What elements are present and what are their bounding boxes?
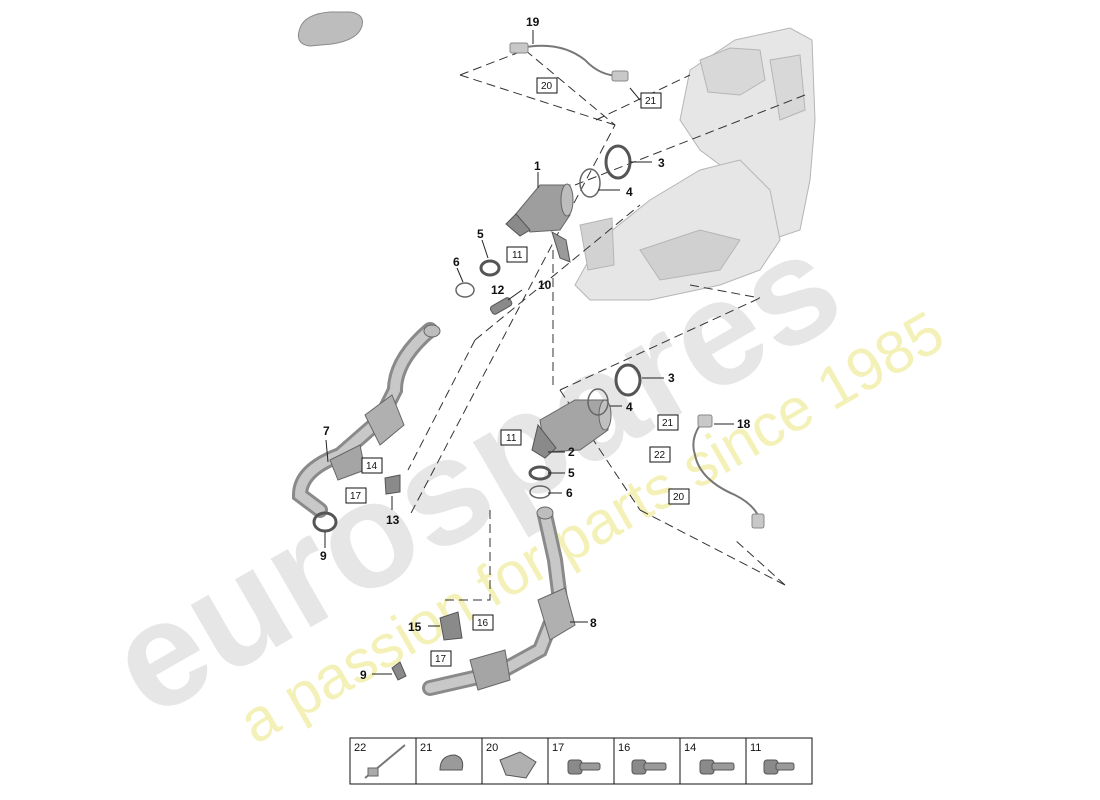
callout-numbers: 1 3 4 5 6 10 12 3 4 2 5 6 18 7 13 9 8 15… [320,15,751,682]
svg-text:20: 20 [486,742,498,754]
svg-text:20: 20 [541,81,553,92]
bolt-icon [763,759,795,775]
callout-15: 15 [408,620,422,634]
callout-13: 13 [386,513,400,527]
gasket-6-upper-part[interactable] [455,282,475,298]
catalytic-converter-lower-part[interactable] [531,399,612,459]
svg-text:21: 21 [645,96,657,107]
svg-text:11: 11 [512,250,523,261]
bolt-12-part[interactable] [489,297,513,316]
gasket-upper-part[interactable] [579,168,601,198]
bolt-icon [567,759,601,775]
svg-text:20: 20 [673,492,685,503]
holder-icon [499,751,537,779]
bracket-15-part[interactable] [439,611,463,641]
ref-box-11-upper: 11 [506,246,528,263]
callout-18: 18 [737,417,751,431]
ref-box-16: 16 [472,614,494,631]
callout-5-upper: 5 [477,227,484,241]
callout-4-lower: 4 [626,400,633,414]
ref-box-22-right: 22 [649,446,671,463]
legend-cell-20[interactable]: 20 [486,738,549,784]
callout-6-lower: 6 [566,486,573,500]
callout-4-upper: 4 [626,185,633,199]
callout-1: 1 [534,159,541,173]
legend-cell-16[interactable]: 16 [618,738,681,784]
callout-7: 7 [323,424,330,438]
callout-8: 8 [590,616,597,630]
callout-12: 12 [491,283,505,297]
svg-text:11: 11 [750,742,761,754]
svg-text:22: 22 [354,742,366,754]
ref-box-17-left: 17 [345,487,367,504]
callout-6-upper: 6 [453,255,460,269]
bolt-icon [631,759,667,775]
clamp-lower-part[interactable] [614,363,642,397]
gasket-5-upper-part[interactable] [479,259,501,277]
svg-text:17: 17 [350,491,362,502]
svg-text:22: 22 [654,450,666,461]
bracket-10-part[interactable] [551,230,571,263]
leader-lines [407,49,806,601]
gasket-lower-part[interactable] [587,388,609,416]
ref-box-21-top: 21 [640,92,662,109]
ref-box-21-right: 21 [657,414,679,431]
ref-box-11-lower: 11 [500,429,522,446]
svg-text:11: 11 [506,433,517,444]
callout-9-left: 9 [320,549,327,563]
svg-text:16: 16 [618,742,630,754]
svg-text:14: 14 [684,742,696,754]
exhaust-pipe-left-part[interactable] [291,322,441,518]
clamp-upper-part[interactable] [604,144,632,180]
gasket-6-lower-part[interactable] [529,485,551,499]
callout-5-lower: 5 [568,466,575,480]
clamp-9-right-part[interactable] [391,661,407,681]
catalytic-converter-upper-part[interactable] [505,183,574,237]
callout-2: 2 [568,445,575,459]
legend-cell-11[interactable]: 11 [750,742,795,775]
svg-text:21: 21 [420,742,432,754]
callout-3-lower: 3 [668,371,675,385]
legend-cell-21[interactable]: 21 [420,738,483,784]
ref-box-20-right: 20 [668,488,690,505]
callout-9-right: 9 [360,668,367,682]
ref-box-20-top: 20 [536,77,558,94]
bolt-icon [699,759,735,775]
engine-transmission-assembly [574,27,816,301]
small-parts-legend: 22 21 20 17 16 [349,737,813,785]
plug-cap-part[interactable] [297,11,363,47]
legend-cell-17[interactable]: 17 [552,738,615,784]
svg-text:17: 17 [552,742,564,754]
callout-10: 10 [538,278,552,292]
clamp-9-left-part[interactable] [312,511,338,533]
oxygen-sensor-18-part[interactable] [692,414,765,529]
callout-ticks [324,30,734,675]
boxed-references: 20 21 11 11 14 17 16 17 [345,77,690,667]
bracket-13-part[interactable] [384,474,401,495]
clip-icon [439,754,464,771]
svg-text:16: 16 [477,618,489,629]
ref-box-17-right: 17 [430,650,452,667]
svg-text:21: 21 [662,418,674,429]
legend-cell-22[interactable]: 22 [354,738,417,784]
legend-cell-14[interactable]: 14 [684,738,747,784]
callout-19: 19 [526,15,540,29]
svg-text:14: 14 [366,461,378,472]
watermark: eurospares a passion for parts since 198… [82,198,955,756]
exhaust-pipe-right-part[interactable] [422,506,576,696]
ref-box-14: 14 [361,457,383,474]
svg-text:17: 17 [435,654,447,665]
oxygen-sensor-19-part[interactable] [509,42,629,82]
callout-3-upper: 3 [658,156,665,170]
